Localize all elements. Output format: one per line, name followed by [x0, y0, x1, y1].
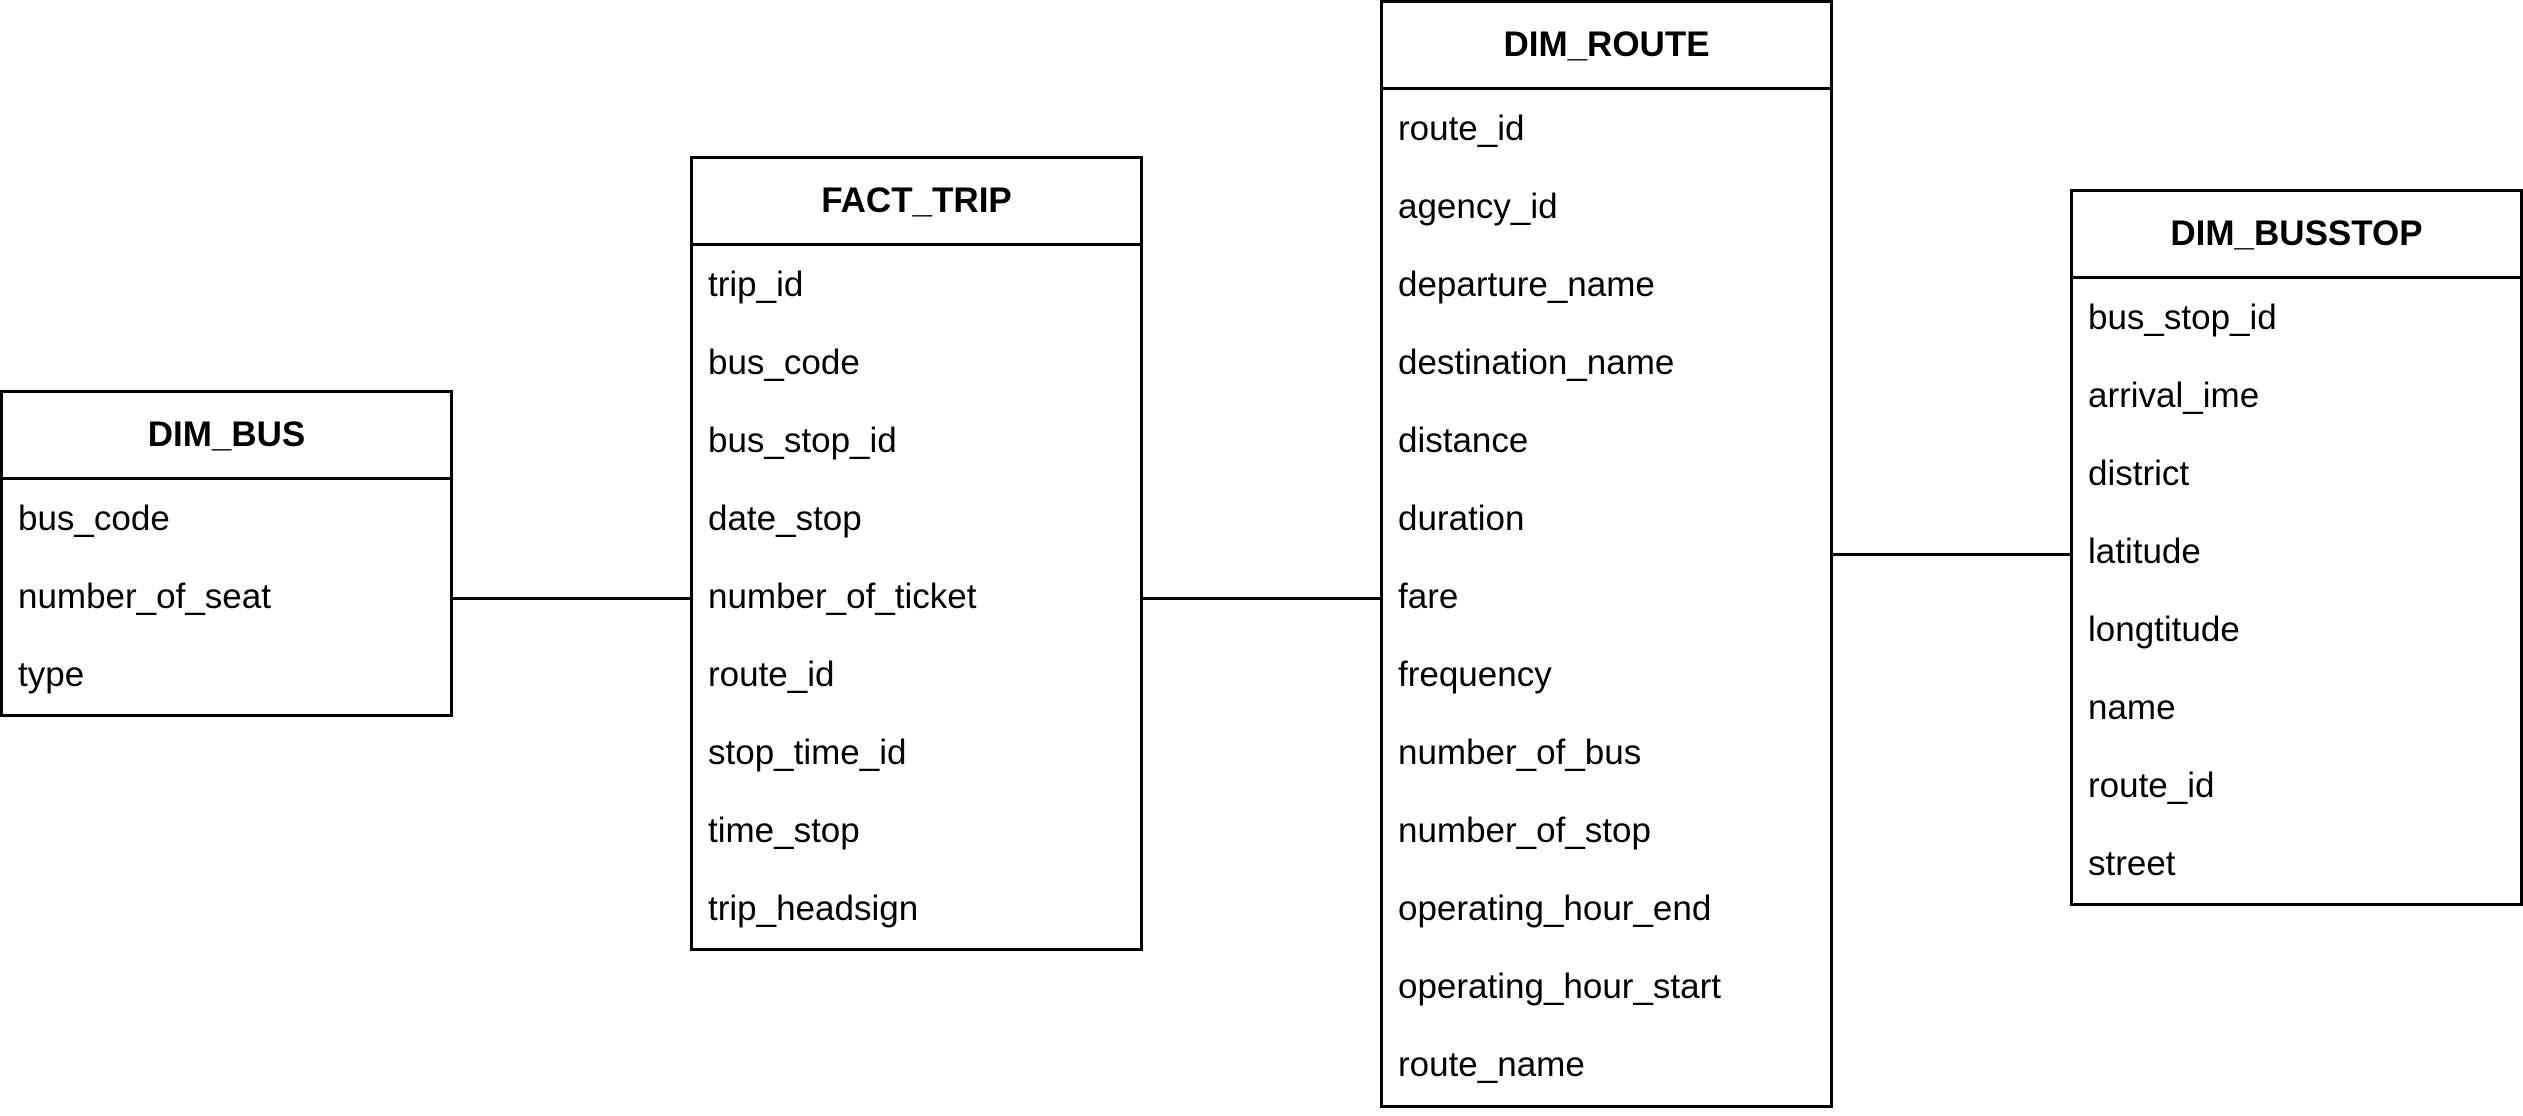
entity-title: DIM_BUS	[3, 393, 450, 480]
entity-field: date_stop	[708, 499, 862, 538]
entity-field: number_of_ticket	[708, 577, 977, 616]
entity-field: route_id	[1398, 109, 1525, 148]
entity-field: trip_headsign	[708, 889, 919, 928]
entity-field: type	[18, 655, 85, 694]
entity-field: agency_id	[1398, 187, 1558, 226]
entity-field: trip_id	[708, 265, 804, 304]
entity-field: name	[2088, 688, 2176, 727]
entity-field: departure_name	[1398, 265, 1655, 304]
entity-field: frequency	[1398, 655, 1552, 694]
entity-field: stop_time_id	[708, 733, 907, 772]
entity-dim-route[interactable]: DIM_ROUTE route_id agency_id departure_nam…	[1380, 0, 1833, 1108]
entity-field: route_id	[708, 655, 835, 694]
entity-field: bus_code	[708, 343, 860, 382]
entity-field: fare	[1398, 577, 1459, 616]
entity-field: operating_hour_end	[1398, 889, 1712, 928]
entity-field: route_name	[1398, 1045, 1585, 1084]
entity-field: number_of_seat	[18, 577, 271, 616]
entity-field: bus_stop_id	[2088, 298, 2277, 337]
entity-title: DIM_ROUTE	[1383, 3, 1830, 90]
entity-title: FACT_TRIP	[693, 159, 1140, 246]
entity-field: duration	[1398, 499, 1525, 538]
entity-field: destination_name	[1398, 343, 1675, 382]
entity-field: latitude	[2088, 532, 2201, 571]
entity-fields: route_id agency_id departure_name destinati…	[1383, 90, 1830, 1114]
entity-field: distance	[1398, 421, 1529, 460]
connector-dim-bus-fact-trip	[450, 597, 693, 600]
entity-field: route_id	[2088, 766, 2215, 805]
connector-dim-route-dim-busstop	[1830, 553, 2073, 556]
entity-field: bus_code	[18, 499, 170, 538]
entity-field: number_of_stop	[1398, 811, 1651, 850]
entity-field: bus_stop_id	[708, 421, 897, 460]
entity-field: arrival_ime	[2088, 376, 2260, 415]
entity-field: longtitude	[2088, 610, 2240, 649]
entity-field: number_of_bus	[1398, 733, 1642, 772]
entity-field: street	[2088, 844, 2176, 883]
entity-fields: bus_stop_id arrival_ime district latitude lo…	[2073, 279, 2520, 913]
connector-fact-trip-dim-route	[1140, 597, 1383, 600]
entity-title: DIM_BUSSTOP	[2073, 192, 2520, 279]
entity-field: operating_hour_start	[1398, 967, 1721, 1006]
entity-field: time_stop	[708, 811, 860, 850]
entity-field: district	[2088, 454, 2190, 493]
